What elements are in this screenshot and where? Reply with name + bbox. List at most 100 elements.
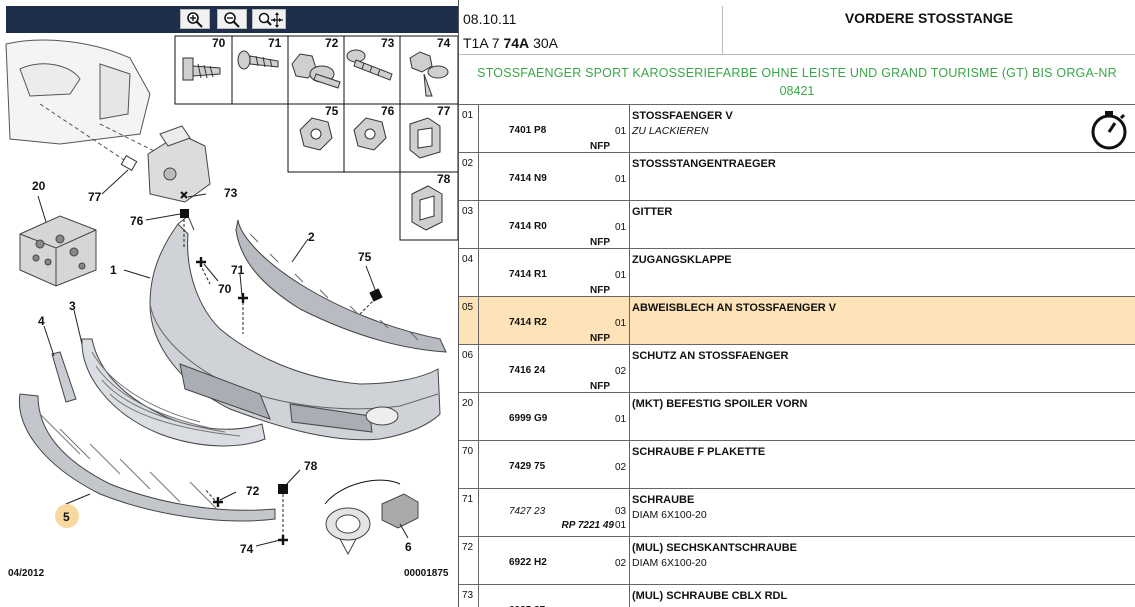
col-divider [478, 297, 479, 345]
variant-description: STOSSFAENGER SPORT KAROSSERIEFARBE OHNE … [477, 66, 1117, 80]
col-divider [629, 393, 630, 441]
svg-text:3: 3 [69, 299, 76, 313]
part-row[interactable]: 736925 3702(MUL) SCHRAUBE CBLX RDL6X100-… [459, 584, 1135, 607]
part-reference[interactable]: 7414 R2 [509, 317, 547, 328]
part-reference[interactable]: 6925 37 [509, 605, 545, 607]
svg-text:77: 77 [88, 190, 102, 204]
part-reference[interactable]: 7414 N9 [509, 173, 547, 184]
part-reference[interactable]: 7401 P8 [509, 125, 547, 136]
col-divider [478, 249, 479, 297]
marker-72 [213, 497, 223, 507]
col-divider [478, 345, 479, 393]
svg-text:72: 72 [246, 484, 260, 498]
col-divider [629, 441, 630, 489]
nfp-flag: NFP [590, 285, 610, 296]
col-divider [478, 201, 479, 249]
leader-lines [37, 169, 409, 547]
fastener-70-icon [182, 57, 221, 81]
svg-text:76: 76 [381, 104, 395, 118]
col-divider [629, 297, 630, 345]
nfp-flag: NFP [590, 237, 610, 248]
part-position: 04 [462, 254, 474, 265]
fastener-77-icon [409, 117, 441, 159]
col-divider [629, 537, 630, 585]
svg-text:20: 20 [32, 179, 46, 193]
part-position: 72 [462, 542, 474, 553]
part-quantity: 02 [615, 558, 627, 569]
part-reference[interactable]: 7429 75 [509, 461, 546, 472]
deflector-plate [18, 393, 276, 522]
fastener-75-icon [299, 117, 333, 151]
svg-text:5: 5 [63, 510, 70, 524]
part-description: SCHUTZ AN STOSSFAENGER [632, 350, 789, 362]
footer-date: 04/2012 [8, 568, 45, 579]
part-position: 01 [462, 110, 474, 121]
part-reference[interactable]: 7414 R1 [509, 269, 547, 280]
fastener-76-icon [353, 117, 387, 151]
zoom-in-button[interactable] [180, 9, 210, 29]
stopwatch-icon[interactable] [1089, 108, 1131, 150]
part-reference[interactable]: 7414 R0 [509, 221, 547, 232]
callout-numbers: 1 2 3 4 5 6 20 70 71 72 73 74 75 76 77 7… [32, 179, 412, 556]
grille [81, 338, 266, 447]
bracket-module [147, 125, 211, 203]
svg-text:78: 78 [437, 172, 451, 186]
part-position: 70 [462, 446, 474, 457]
col-divider [629, 345, 630, 393]
zoom-out-button[interactable] [217, 9, 247, 29]
part-reference[interactable]: 7427 23 [509, 506, 546, 517]
svg-text:78: 78 [304, 459, 318, 473]
part-reference[interactable]: 6999 G9 [509, 413, 548, 424]
fastener-71-icon [237, 50, 279, 70]
fastener-markers [180, 191, 383, 545]
part-description: ABWEISBLECH AN STOSSFAENGER V [632, 302, 837, 314]
part-description: (MUL) SCHRAUBE CBLX RDL [632, 590, 788, 602]
marker-78 [278, 484, 288, 494]
fastener-78-icon [411, 185, 443, 231]
col-divider [478, 441, 479, 489]
header-rule [459, 54, 1135, 55]
svg-text:2: 2 [308, 230, 315, 244]
marker-70 [196, 257, 206, 267]
part-quantity: 02 [615, 462, 627, 473]
marker-73 [180, 191, 188, 199]
zoom-toolbar [6, 6, 458, 33]
nfp-flag: NFP [590, 333, 610, 344]
part-position: 20 [462, 398, 474, 409]
part-note: ZU LACKIEREN [632, 125, 709, 137]
zoom-pan-button[interactable] [252, 9, 286, 29]
col-divider [478, 585, 479, 607]
part-reference[interactable]: 6922 H2 [509, 557, 547, 568]
part-position: 05 [462, 302, 474, 313]
model-suffix: 30A [533, 35, 558, 51]
parts-panel: 08.10.11 T1A 7 74A 30A VORDERE STOSSTANG… [459, 0, 1135, 607]
part-reference[interactable]: 7416 24 [509, 365, 546, 376]
svg-text:6: 6 [405, 540, 412, 554]
part-description: ZUGANGSKLAPPE [632, 254, 732, 266]
replacement-reference: RP 7221 49 [561, 520, 614, 531]
svg-text:72: 72 [325, 36, 339, 50]
part-row[interactable]: 05 7414 R2 NFP 01 ABWEISBLECH AN STOSSFAENGE… [459, 296, 1135, 345]
col-divider [629, 585, 630, 607]
footer-id: 00001875 [404, 568, 449, 579]
svg-text:76: 76 [130, 214, 144, 228]
model-code: T1A 7 74A 30A [463, 35, 558, 51]
svg-text:75: 75 [358, 250, 372, 264]
svg-text:74: 74 [240, 542, 254, 556]
svg-text:77: 77 [437, 104, 451, 118]
part-quantity: 01 [615, 318, 627, 329]
col-divider [629, 489, 630, 537]
col-divider [629, 201, 630, 249]
svg-text:71: 71 [231, 263, 245, 277]
part-quantity: 01 [615, 174, 627, 185]
part-position: 02 [462, 158, 474, 169]
